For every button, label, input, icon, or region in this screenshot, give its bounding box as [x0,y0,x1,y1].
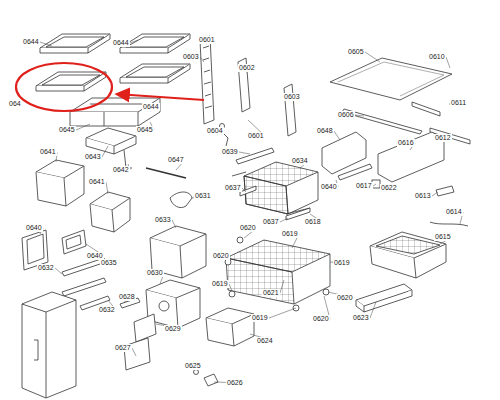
callout-number: 0640 [25,224,43,232]
callout-number: 0619 [281,230,299,238]
callout-number: 0648 [316,127,334,135]
callout-number: 0637 [224,184,242,192]
callout-number: 0625 [184,362,202,370]
callout-number: 0603 [283,93,301,101]
callout-number: 0605 [347,48,365,56]
callout-number: 0631 [194,192,212,200]
callout-number: 0620 [212,252,230,260]
callout-number: 0618 [304,218,322,226]
callout-number: 0624 [256,337,274,345]
callout-number: 0637 [262,218,280,226]
callout-number: 0635 [100,259,118,267]
callout-number: 0645 [58,126,76,134]
callout-number: 0644 [22,38,40,46]
callout-number: 0640 [320,183,338,191]
callout-number: 0620 [312,315,330,323]
callout-number: 0603 [182,53,200,61]
callout-number: 0606 [337,111,355,119]
callout-number: 0644 [142,103,160,111]
callout-number: 0623 [352,314,370,322]
callout-number: 0615 [434,233,452,241]
callout-number: 0601 [247,132,265,140]
callout-number: 0613 [414,192,432,200]
callout-number: 0647 [167,156,185,164]
callout-number: 0619 [211,280,229,288]
callout-number: 0619 [333,259,351,267]
callout-number: 0639 [221,148,239,156]
callout-number: 0620 [239,224,257,232]
callout-number: 0644 [112,39,130,47]
callout-number: 0641 [39,148,57,156]
callout-number: 0617 [355,182,373,190]
callout-number: 0642 [112,166,130,174]
callout-number: 0630 [146,269,164,277]
callout-number: 0645 [136,126,154,134]
callout-number: 0620 [336,294,354,302]
callout-number: 0628 [118,293,136,301]
callout-number: 0634 [291,157,309,165]
callout-number: 0629 [164,325,182,333]
callout-number: 0601 [198,36,216,44]
callout-number: 0616 [397,139,415,147]
callout-number: 0632 [37,264,55,272]
callout-number: 0640 [86,252,104,260]
callout-number: 0612 [434,134,452,142]
callout-number: 0641 [88,178,106,186]
callout-number: 0619 [251,314,269,322]
callout-number: 0604 [206,127,224,135]
callout-number: 0626 [226,379,244,387]
callout-number: 0602 [238,64,256,72]
callout-number: 0633 [154,216,172,224]
callout-number: 0627 [114,344,132,352]
callout-number: 0614 [445,208,463,216]
callout-number: 064 [8,100,22,108]
callout-number: 0610 [428,53,446,61]
callout-number: 0622 [380,184,398,192]
callout-number: 0643 [84,153,102,161]
callout-number: 0621 [262,289,280,297]
callout-number: 0611 [450,99,467,107]
callout-number: 0632 [98,306,116,314]
